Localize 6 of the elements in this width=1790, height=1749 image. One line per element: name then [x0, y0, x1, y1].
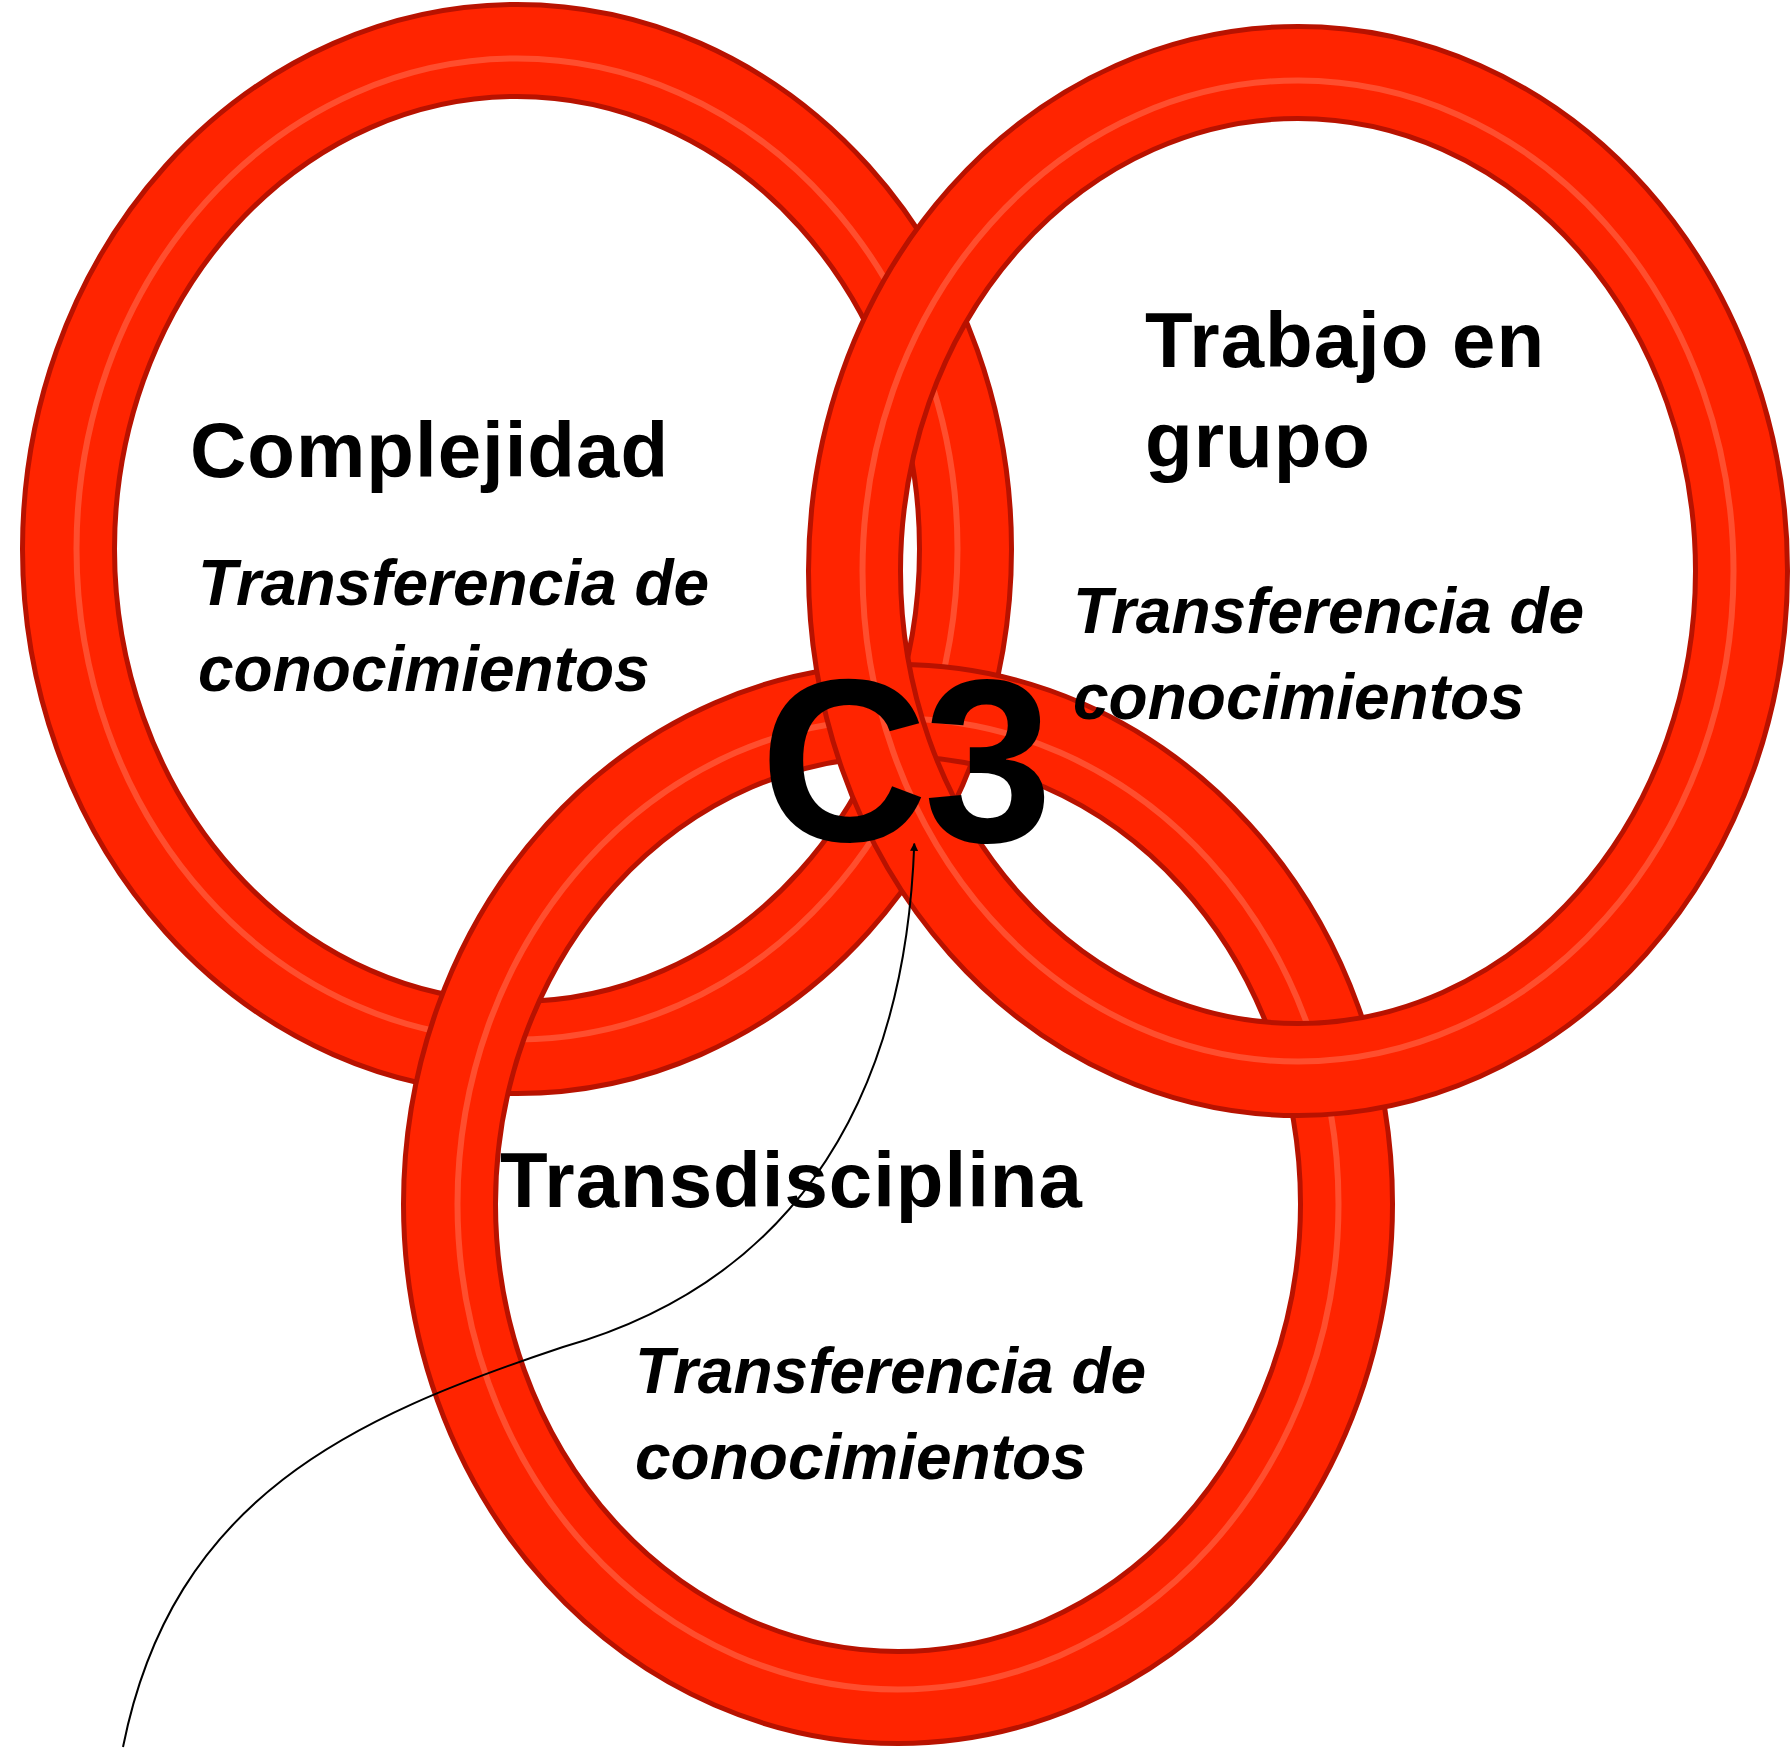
circle-subtitle: Transferencia de conocimientos [1073, 574, 1586, 735]
curved-arrow [122, 842, 918, 1748]
circle-title: Complejidad [190, 405, 671, 496]
circle-subtitle: Transferencia de conocimientos [635, 1334, 1148, 1495]
circle-title: Trabajo en grupo [1145, 295, 1547, 486]
circle-subtitle: Transferencia de conocimientos [198, 546, 711, 707]
